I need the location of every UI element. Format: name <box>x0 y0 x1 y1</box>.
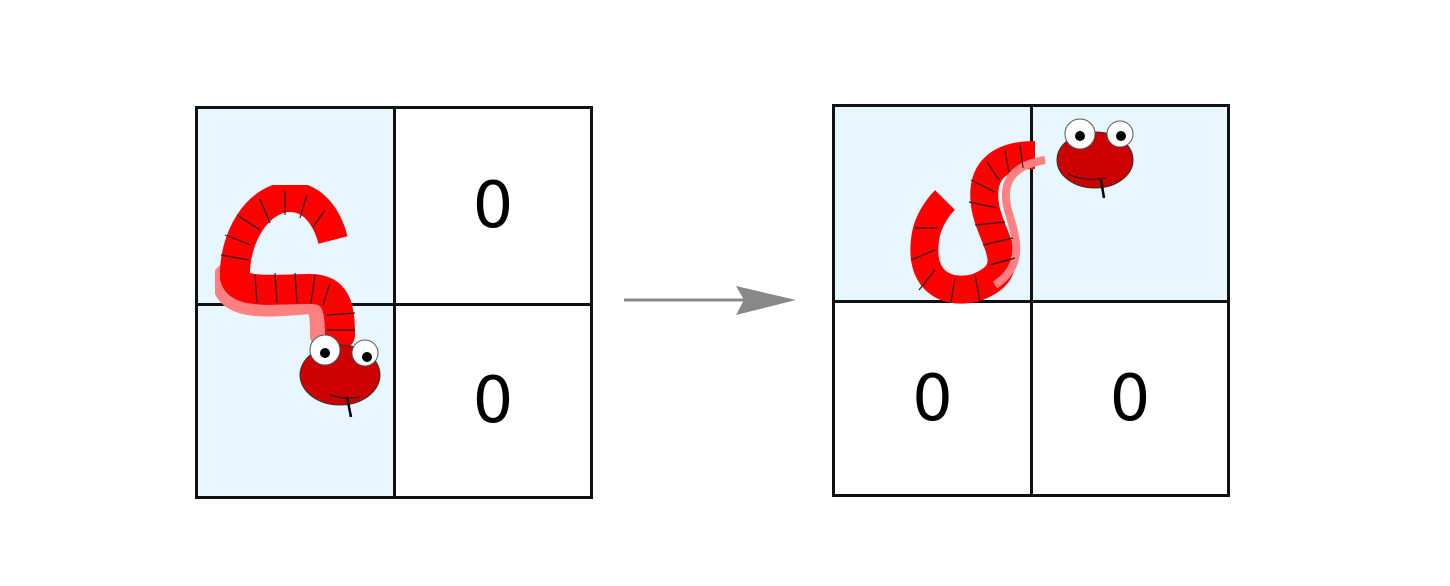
right-grid: 0 0 <box>832 104 1230 497</box>
left-grid-divider-v <box>393 109 396 496</box>
snake-icon-vertical <box>215 185 381 418</box>
left-cell-0-1: 0 <box>472 169 514 243</box>
arrow-right-icon <box>624 286 796 315</box>
right-grid-divider-h <box>835 300 1227 303</box>
snake-icon-horizontal <box>910 118 1134 304</box>
right-cell-1-0: 0 <box>912 361 953 436</box>
left-grid-divider-h <box>198 303 590 306</box>
left-cell-1-1: 0 <box>472 364 514 438</box>
right-cell-1-1: 0 <box>1109 361 1151 436</box>
